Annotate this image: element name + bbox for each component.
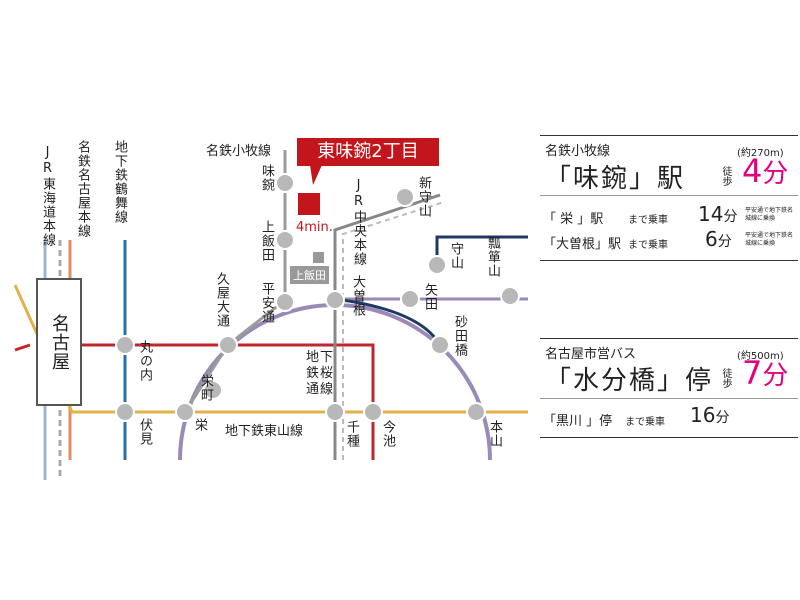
ride-ozone-minutes: 6 [705,227,718,251]
bus-walk-minutes: 7分 [742,354,788,392]
station-imaike: 今池 [380,420,395,448]
station-heian-dori: 平安通 [259,282,274,324]
rail-bottom-rule [540,260,798,261]
ride-sakae-time: 14分 [698,202,737,226]
nagoya-label: 名古屋 [49,313,70,371]
bus-ride-time: 16分 [690,403,729,427]
rail-walk-unit: 分 [762,159,789,189]
ride-sakae-suffix: まで乗車 [628,215,668,226]
ride-sakae-station: 「 栄 」駅 [543,212,604,227]
label-sakuradori: 地下鉄桜通線 [305,350,334,397]
bus-ride-suffix: まで乗車 [625,417,665,428]
rail-walk-number: 4 [742,152,763,190]
rail-walk-minutes: 4分 [742,152,788,190]
bus-bottom-rule [540,437,798,438]
station-sunadabashi: 砂田橋 [452,315,467,357]
bus-walk-number: 7 [742,354,763,392]
rail-distance: (約270m) [737,148,784,159]
nagoya-station-box: 名古屋 [36,278,82,406]
rail-walk-label: 徒歩 [720,166,731,186]
bus-ride-stop: 「黒川 」停 [543,414,613,429]
bus-line-name: 名古屋市営バス [545,347,637,362]
station-shin-moriyama: 新守山 [416,176,431,218]
rail-station-name: 「味鋺」駅 [545,164,686,194]
station-markers [115,173,520,422]
banner-pointer [310,165,322,185]
bus-ride-minutes: 16 [690,403,716,427]
station-sakaemachi: 栄町 [198,374,213,402]
rail-line-name: 名鉄小牧線 [545,144,611,159]
bus-top-rule [540,338,798,339]
ride-ozone-time: 6分 [705,227,732,251]
station-marunouchi: 丸の内 [137,340,152,382]
property-marker [298,193,320,215]
property-banner: 東味鋺2丁目 [297,138,439,166]
station-motoyama: 本山 [487,420,502,448]
station-sakae: 栄 [192,418,207,432]
ride-ozone-station: 「大曽根」駅 [543,237,622,252]
label-meitetsu-komaki: 名鉄小牧線 [206,144,272,159]
kamiiida-badge: 上飯田 [290,266,329,284]
station-kamiiida: 上飯田 [259,220,274,262]
ride-sakae-unit: 分 [723,209,738,225]
ride-sakae-note: 平安通で地下鉄名城線に乗換 [745,207,794,222]
bus-walk-unit: 分 [762,361,789,391]
label-jr-chuo: JR中央本線 [351,178,366,266]
bus-mid-rule [540,398,798,399]
station-fushimi: 伏見 [137,418,152,446]
komaki-line [183,150,287,413]
walk-time: 4min. [296,220,333,235]
station-yada: 矢田 [422,283,437,311]
label-jr-tokaido: JR東海道本線 [40,145,55,247]
station-moriyama: 守山 [448,242,463,270]
ride-ozone-suffix: まで乗車 [628,240,668,251]
station-ajima: 味鋺 [259,164,274,192]
rail-top-rule [540,135,798,136]
station-chikusa: 千種 [344,420,359,448]
station-ozone: 大曽根 [350,275,365,317]
bus-stop-name: 「水分橋」停 [545,366,714,396]
rail-mid-rule [540,195,798,196]
bus-walk-label: 徒歩 [720,368,731,388]
label-tsurumai: 地下鉄鶴舞線 [112,140,127,224]
label-meitetsu-nagoya: 名鉄名古屋本線 [75,140,90,238]
bus-ride-unit: 分 [715,410,730,426]
ride-ozone-unit: 分 [717,234,732,250]
station-hisaya-odori: 久屋大通 [214,272,229,328]
station-hyotanyama: 瓢箪山 [485,236,500,278]
label-higashiyama: 地下鉄東山線 [225,424,304,439]
kamiiida-marker [313,252,324,263]
ride-sakae-minutes: 14 [698,202,724,226]
property-name: 東味鋺2丁目 [317,141,419,162]
ride-ozone-note: 平安通で地下鉄名城線に乗換 [745,232,794,247]
bus-distance: (約500m) [737,351,784,362]
